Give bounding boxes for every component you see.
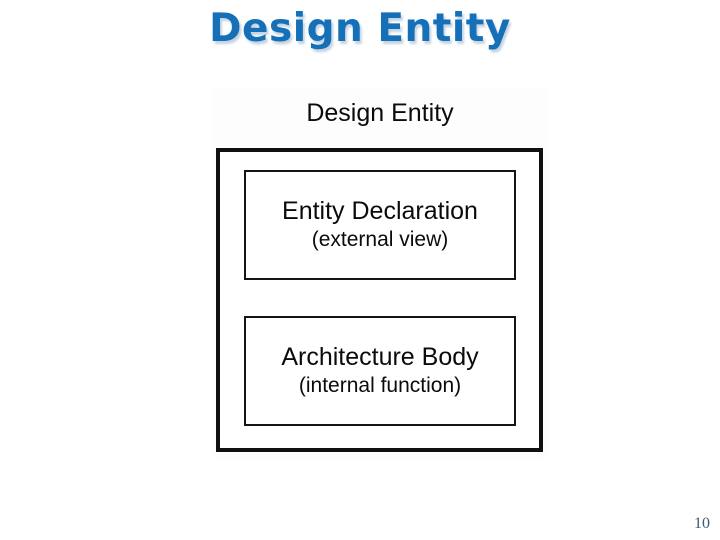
architecture-body-title: Architecture Body <box>281 343 479 371</box>
diagram-header-label: Design Entity <box>306 99 454 127</box>
architecture-body-box: Architecture Body (internal function) <box>244 316 516 426</box>
design-entity-diagram: Design Entity Entity Declaration (extern… <box>212 88 548 458</box>
entity-declaration-title: Entity Declaration <box>282 197 478 225</box>
architecture-body-subtitle: (internal function) <box>298 374 462 397</box>
page-number: 10 <box>694 515 710 532</box>
design-entity-outer-box: Entity Declaration (external view) Archi… <box>216 148 543 452</box>
page-title: Design Entity <box>209 6 511 51</box>
entity-declaration-subtitle: (external view) <box>311 228 449 251</box>
entity-declaration-box: Entity Declaration (external view) <box>244 170 516 280</box>
